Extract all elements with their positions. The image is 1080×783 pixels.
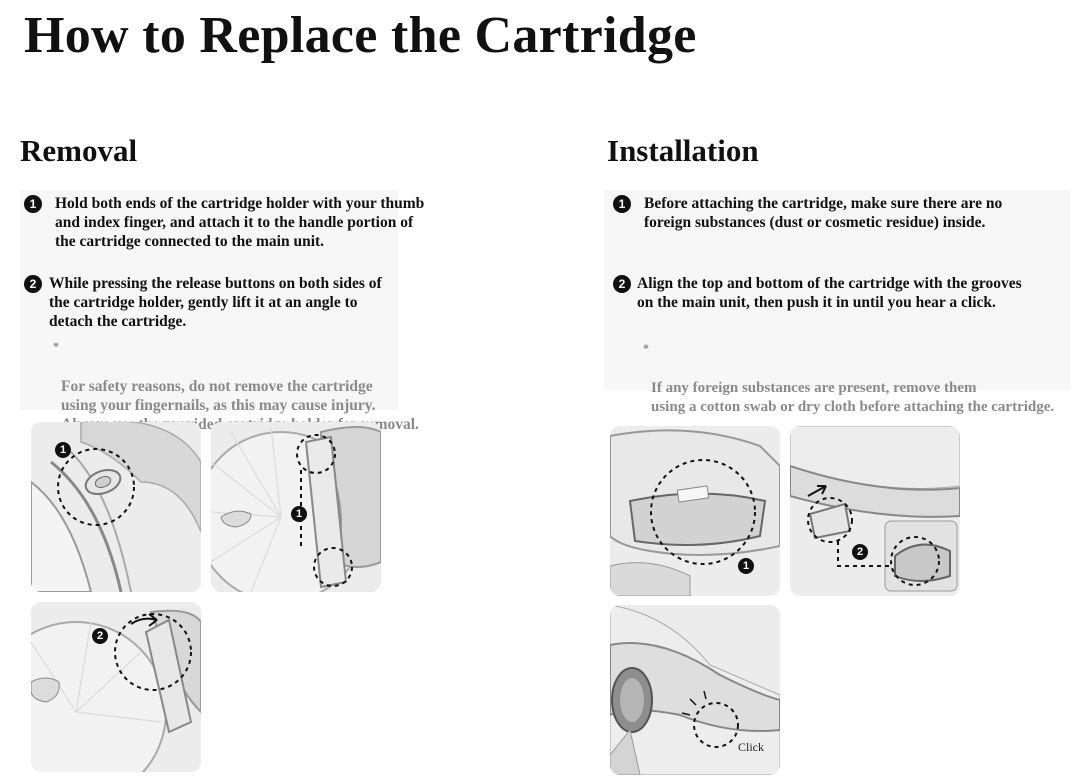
installation-note: * If any foreign substances are present,… [643,341,1076,417]
figure-badge: 1 [55,442,71,458]
cartridge-inspect-illustration: 1 [610,426,780,596]
installation-step-1-text: Before attaching the cartridge, make sur… [644,195,1003,231]
figure-badge: 1 [291,506,307,522]
installation-step-2-text: Align the top and bottom of the cartridg… [637,275,1022,311]
page-title: How to Replace the Cartridge [24,7,697,64]
cartridge-holder-attached-illustration: 1 [211,422,381,592]
click-label: Click [738,740,764,754]
step-number-badge: 1 [613,195,631,213]
cartridge-lift-illustration: 2 [31,602,201,772]
installation-step-2: 2 Align the top and bottom of the cartri… [613,274,1073,312]
removal-note: * For safety reasons, do not remove the … [53,339,441,434]
removal-text-backdrop [20,190,398,410]
installation-step-1: 1 Before attaching the cartridge, make s… [613,194,1073,232]
step-number-badge: 2 [613,275,631,293]
removal-heading: Removal [20,133,138,168]
note-marker: * [643,341,649,355]
removal-step-1: 1 Hold both ends of the cartridge holder… [24,194,444,251]
figure-badge: 1 [738,558,754,574]
installation-note-text: If any foreign substances are present, r… [651,380,1055,415]
step-number-badge: 2 [24,275,42,293]
removal-step-1-text: Hold both ends of the cartridge holder w… [55,195,425,250]
note-marker: * [53,339,59,353]
removal-step-2: 2 While pressing the release buttons on … [24,274,444,331]
step-number-badge: 1 [24,195,42,213]
figure-badge: 2 [92,628,108,644]
installation-heading: Installation [607,133,759,168]
cartridge-align-illustration: 2 [790,426,960,596]
cartridge-holder-grip-illustration: 1 [31,422,201,592]
figure-badge: 2 [852,544,868,560]
installation-text-backdrop [604,190,1070,390]
removal-step-2-text: While pressing the release buttons on bo… [49,275,382,330]
cartridge-click-illustration: Click [610,605,780,775]
